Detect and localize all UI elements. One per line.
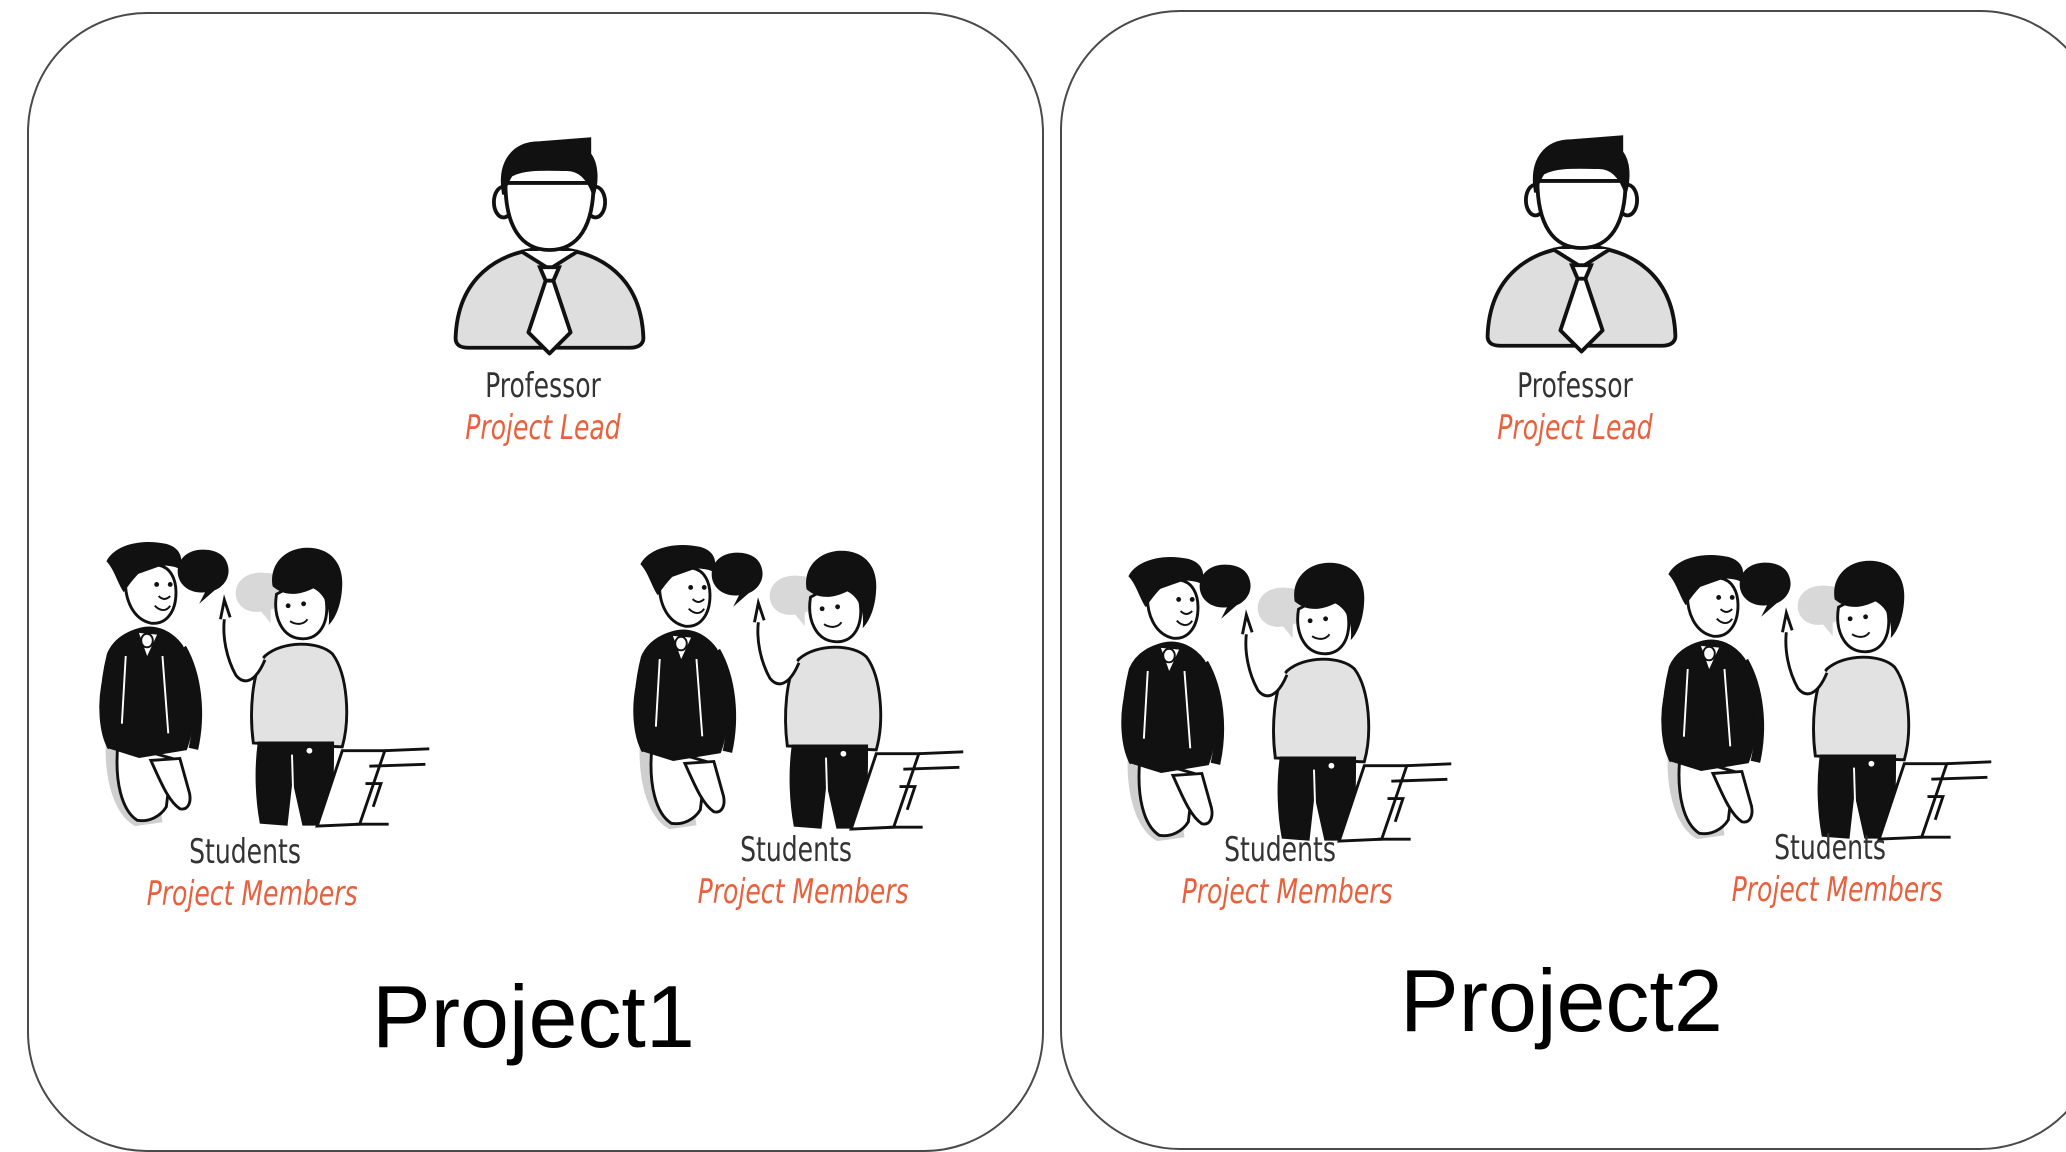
lead-label: Professor Project Lead xyxy=(461,366,625,450)
students-illustration xyxy=(1640,553,2010,843)
students-illustration xyxy=(78,540,448,830)
members-name: Students xyxy=(740,830,852,870)
lead-role: Project Lead xyxy=(1497,408,1653,448)
members-role: Project Members xyxy=(1731,870,1943,910)
students-illustration xyxy=(1100,555,1470,845)
lead-name: Professor xyxy=(1517,366,1633,406)
members-role: Project Members xyxy=(1181,872,1393,912)
lead-label: Professor Project Lead xyxy=(1493,366,1657,450)
students-illustration xyxy=(612,543,982,833)
members-name: Students xyxy=(189,832,301,872)
members-role: Project Members xyxy=(697,872,909,912)
project-title: Project2 xyxy=(1400,951,1723,1050)
lead-name: Professor xyxy=(485,366,601,406)
members-role: Project Members xyxy=(146,874,358,914)
members-name: Students xyxy=(1774,828,1886,868)
members-label: Students Project Members xyxy=(146,832,358,916)
lead-role: Project Lead xyxy=(465,408,621,448)
members-label: Students Project Members xyxy=(1731,828,1943,912)
professor-icon xyxy=(1485,134,1678,354)
members-label: Students Project Members xyxy=(1181,830,1393,914)
members-name: Students xyxy=(1224,830,1336,870)
members-label: Students Project Members xyxy=(697,830,909,914)
project-title: Project1 xyxy=(372,967,695,1066)
professor-icon xyxy=(453,136,646,356)
